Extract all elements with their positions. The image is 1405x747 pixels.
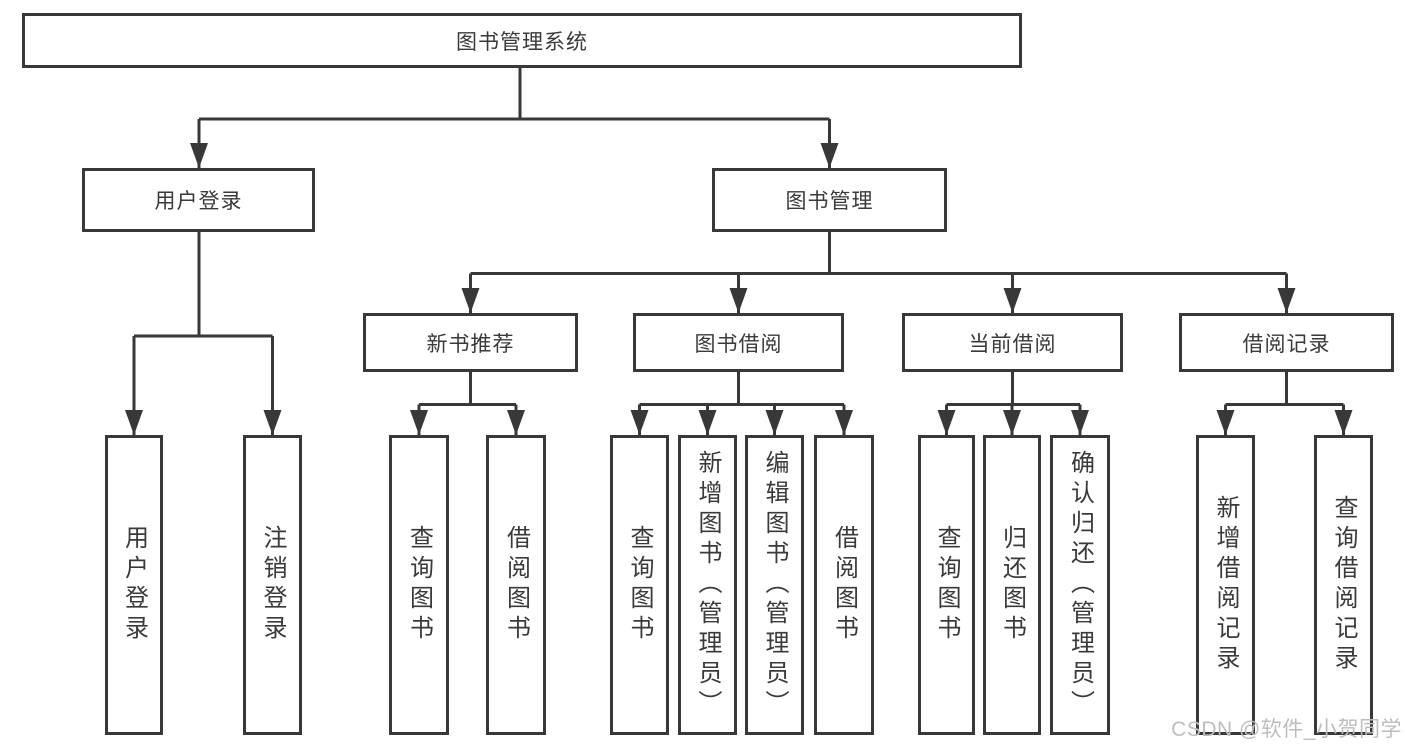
leaf-add-borrow-record: 新增借阅记录 (1196, 435, 1255, 735)
connector-book-borrow-to-leaves (639, 371, 844, 406)
leaf-confirm-return-admin: 确认归还（管理员） (1050, 435, 1110, 735)
connector-current-borrow-to-leaves (946, 371, 1080, 406)
connector-new-book-to-leaves (419, 371, 516, 406)
connector-user-login-to-leaves (134, 231, 273, 338)
leaf-query-books-1: 查询图书 (389, 435, 449, 735)
leaf-query-borrow-record: 查询借阅记录 (1314, 435, 1373, 735)
connector-book-management-to-level3 (470, 231, 1287, 275)
leaf-query-books-3: 查询图书 (918, 435, 975, 735)
connector-root-to-level2 (199, 66, 830, 121)
node-new-book-recommend: 新书推荐 (363, 313, 578, 372)
csdn-watermark: CSDN @软件_小贺同学 (1171, 718, 1402, 741)
leaf-borrow-books-1: 借阅图书 (486, 435, 546, 735)
node-book-borrow: 图书借阅 (633, 313, 844, 372)
leaf-logout: 注销登录 (243, 435, 302, 735)
node-borrow-records: 借阅记录 (1179, 313, 1394, 372)
connector-borrow-records-to-leaves (1225, 371, 1344, 406)
leaf-return-book: 归还图书 (983, 435, 1041, 735)
leaf-user-login: 用户登录 (105, 435, 163, 735)
leaf-add-book-admin: 新增图书（管理员） (678, 435, 737, 735)
node-user-login: 用户登录 (82, 168, 315, 232)
leaf-borrow-books-2: 借阅图书 (814, 435, 874, 735)
node-library-management-system: 图书管理系统 (22, 13, 1022, 68)
leaf-edit-book-admin: 编辑图书（管理员） (745, 435, 804, 735)
leaf-query-books-2: 查询图书 (610, 435, 669, 735)
node-current-borrow: 当前借阅 (902, 313, 1123, 372)
node-book-management: 图书管理 (712, 168, 947, 232)
